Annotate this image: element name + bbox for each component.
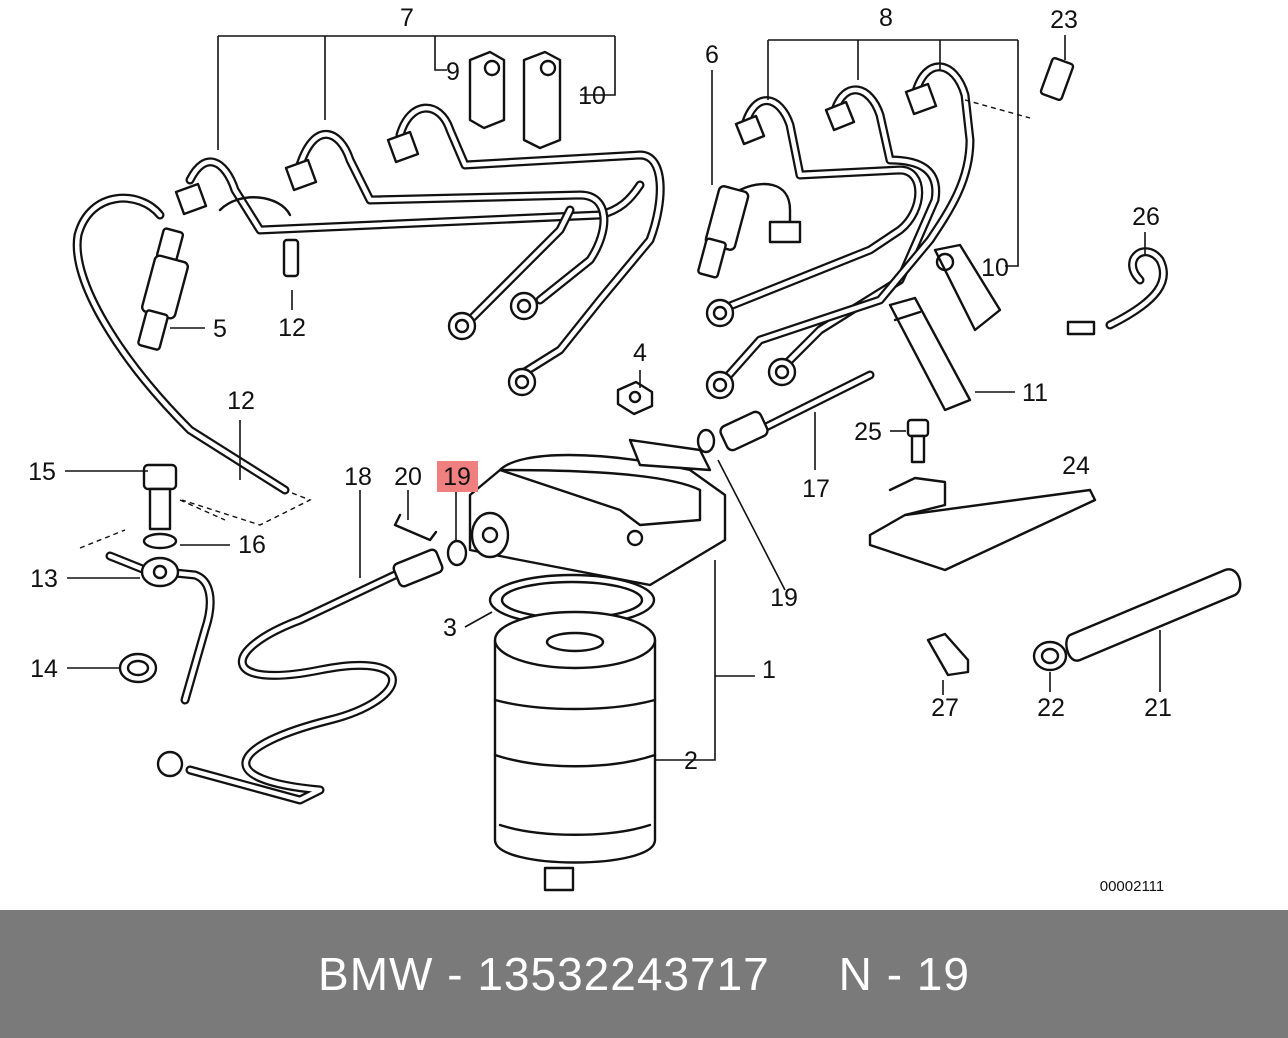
seal-ring-19-left xyxy=(446,539,468,567)
clamp-10-right xyxy=(933,243,1002,332)
callout-22: 22 xyxy=(1037,694,1065,722)
callout-27: 27 xyxy=(931,694,959,722)
bolt-25 xyxy=(906,418,930,464)
callout-11: 11 xyxy=(1022,379,1048,407)
callout-labels: 7 8 9 10 6 23 5 12 10 26 4 12 11 25 24 1… xyxy=(28,4,1172,895)
leader-lines xyxy=(65,35,1161,761)
diagram-reference-number: 00002111 xyxy=(1100,878,1165,895)
callout-3: 3 xyxy=(443,614,457,642)
clamp-11 xyxy=(888,296,972,412)
callout-26: 26 xyxy=(1132,203,1160,231)
callout-16: 16 xyxy=(238,531,266,559)
callout-13: 13 xyxy=(30,565,58,593)
callout-17: 17 xyxy=(802,475,830,503)
callout-15: 15 xyxy=(28,458,56,486)
callout-19-highlighted-label: 19 xyxy=(443,463,471,491)
bracket-24 xyxy=(868,476,1097,572)
callout-5: 5 xyxy=(213,315,227,343)
dash-guide-13 xyxy=(79,499,226,549)
banjo-bolt-15 xyxy=(142,463,178,531)
caption-separator: - xyxy=(447,948,464,1000)
callout-10-right: 10 xyxy=(981,254,1009,282)
hose-clamp-14 xyxy=(118,652,158,684)
filter-cartridge-2 xyxy=(493,610,657,892)
callout-21: 21 xyxy=(1144,694,1172,722)
callout-7: 7 xyxy=(400,4,414,32)
callout-20: 20 xyxy=(394,463,422,491)
callout-19-highlighted: 19 xyxy=(437,461,478,492)
callout-24: 24 xyxy=(1062,452,1090,480)
fuel-line-18 xyxy=(156,548,444,805)
filter-housing-1 xyxy=(468,438,727,587)
clip-20 xyxy=(393,513,438,542)
fuel-line-17 xyxy=(696,370,875,454)
wire-clip-26 xyxy=(1066,247,1168,336)
callout-1: 1 xyxy=(762,656,776,684)
clamp-10-top xyxy=(522,50,562,150)
position-label: N xyxy=(838,948,873,1000)
callout-19-right: 19 xyxy=(770,584,798,612)
injector-5 xyxy=(137,227,190,351)
banjo-fitting-13 xyxy=(105,551,215,705)
callout-8: 8 xyxy=(879,4,893,32)
part-number: 13532243717 xyxy=(477,948,770,1000)
hose-21 xyxy=(1065,568,1242,662)
callout-4: 4 xyxy=(633,339,647,367)
callout-12-left: 12 xyxy=(227,387,255,415)
exploded-parts-diagram: 7 8 9 10 6 23 5 12 10 26 4 12 11 25 24 1… xyxy=(28,4,1242,895)
return-hose-12 xyxy=(72,193,312,526)
nut-4 xyxy=(616,380,654,416)
callout-12-top: 12 xyxy=(278,314,306,342)
callout-2: 2 xyxy=(684,747,698,775)
callout-9: 9 xyxy=(446,58,460,86)
brand-name: BMW xyxy=(318,948,434,1000)
injection-lines-right xyxy=(697,62,1031,400)
clip-27 xyxy=(926,632,970,677)
clamp-9 xyxy=(468,50,506,130)
position-separator: - xyxy=(886,948,904,1000)
hose-clamp-22 xyxy=(1032,640,1068,672)
callout-10-top: 10 xyxy=(578,82,606,110)
position-number: 19 xyxy=(916,948,970,1000)
part-caption-bar: BMW - 13532243717 N - 19 xyxy=(0,910,1288,1038)
callout-18: 18 xyxy=(344,463,372,491)
callout-25: 25 xyxy=(854,418,882,446)
callout-23: 23 xyxy=(1050,6,1078,34)
callout-6: 6 xyxy=(705,41,719,69)
washer-16 xyxy=(142,532,178,550)
callout-14: 14 xyxy=(30,655,58,683)
sleeve-23 xyxy=(1039,57,1075,101)
injection-lines-left xyxy=(174,103,665,397)
